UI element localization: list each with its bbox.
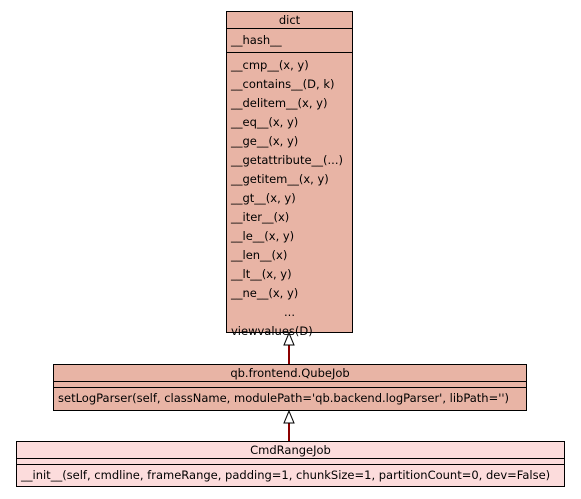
dict-method: __len__(x) [231,248,288,262]
dict-method: __getitem__(x, y) [231,172,329,186]
dict-class-box[interactable]: dict __hash__ __cmp__(x, y) __contains__… [226,11,353,338]
dict-attribute: __hash__ [231,33,282,47]
qubejob-class-name: qb.frontend.QubeJob [54,365,526,382]
dict-method: __ge__(x, y) [231,134,299,148]
dict-method: __getattribute__(...) [231,153,343,167]
dict-method: __eq__(x, y) [231,115,299,129]
inheritance-arrowhead-qubejob [283,409,295,424]
qubejob-class-box[interactable]: qb.frontend.QubeJob setLogParser(self, c… [53,364,527,411]
dict-class-name: dict [227,12,352,29]
dict-method: __le__(x, y) [231,229,295,243]
dict-attributes-section: __hash__ [227,29,352,53]
cmdrangejob-method: __init__(self, cmdline, frameRange, padd… [21,468,551,482]
dict-method: __lt__(x, y) [231,267,292,281]
cmdrangejob-attributes-section [17,459,564,465]
cmdrangejob-class-name: CmdRangeJob [17,442,564,459]
qubejob-method: setLogParser(self, className, modulePath… [58,391,510,405]
dict-methods-section: __cmp__(x, y) __contains__(D, k) __delit… [227,53,352,343]
dict-method: __ne__(x, y) [231,286,299,300]
dict-method: __contains__(D, k) [231,77,335,91]
dict-method: __iter__(x) [231,210,290,224]
dict-method: __delitem__(x, y) [231,96,328,110]
dict-method: __gt__(x, y) [231,191,296,205]
inheritance-arrowhead-dict [283,331,295,346]
qubejob-attributes-section [54,382,526,388]
cmdrangejob-class-box[interactable]: CmdRangeJob __init__(self, cmdline, fram… [16,441,565,487]
dict-method: viewvalues(D) [231,324,313,338]
dict-methods-ellipsis: ... [284,305,295,319]
dict-method: __cmp__(x, y) [231,58,309,72]
